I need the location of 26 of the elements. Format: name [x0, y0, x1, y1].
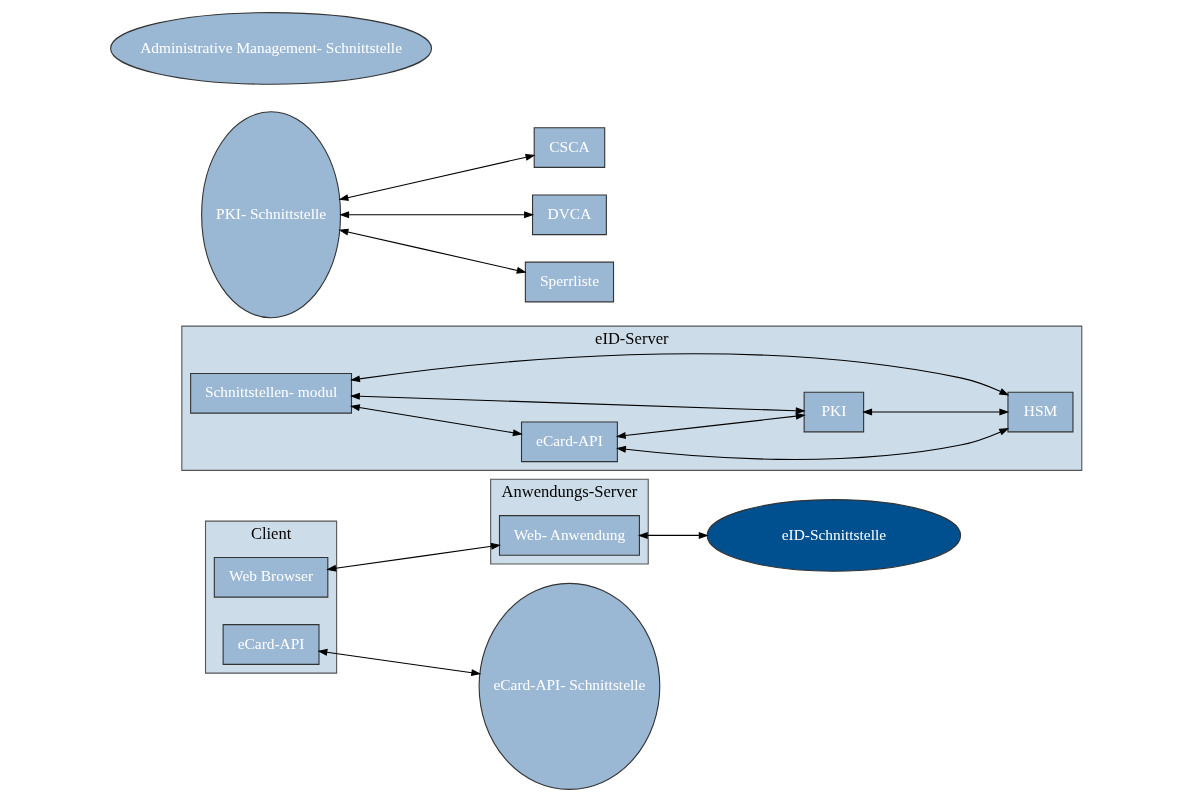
node-box: Web- Anwendung [498, 515, 640, 556]
arrow [350, 353, 1010, 396]
node-ellipse: eID-Schnittstelle [706, 499, 962, 572]
arrow [338, 153, 536, 201]
node-box: eCard-API [222, 624, 320, 665]
node-box: CSCA [533, 127, 606, 168]
node-box: Schnittstellen- modul [190, 372, 353, 414]
node-ellipse: Administrative Management- Schnittstelle [110, 12, 433, 85]
arrow [349, 404, 523, 437]
node-box: eCard-API [520, 421, 618, 463]
node-ellipse: eCard-API- Schnittstelle [478, 582, 661, 790]
node-box: Sperrliste [524, 261, 615, 303]
node-box: HSM [1007, 391, 1074, 433]
arrow [326, 542, 501, 572]
arrow [349, 392, 806, 415]
node-box: Web Browser [213, 556, 329, 598]
node-box: PKI [803, 391, 865, 433]
arrow [338, 228, 527, 274]
arrow [637, 531, 709, 539]
arrow [615, 412, 806, 439]
node-box: DVCA [532, 194, 607, 236]
node-ellipse: PKI- Schnittstelle [201, 111, 342, 319]
arrow [616, 428, 1010, 460]
arrow [339, 211, 535, 219]
arrow [317, 648, 482, 677]
arrow [862, 408, 1010, 416]
